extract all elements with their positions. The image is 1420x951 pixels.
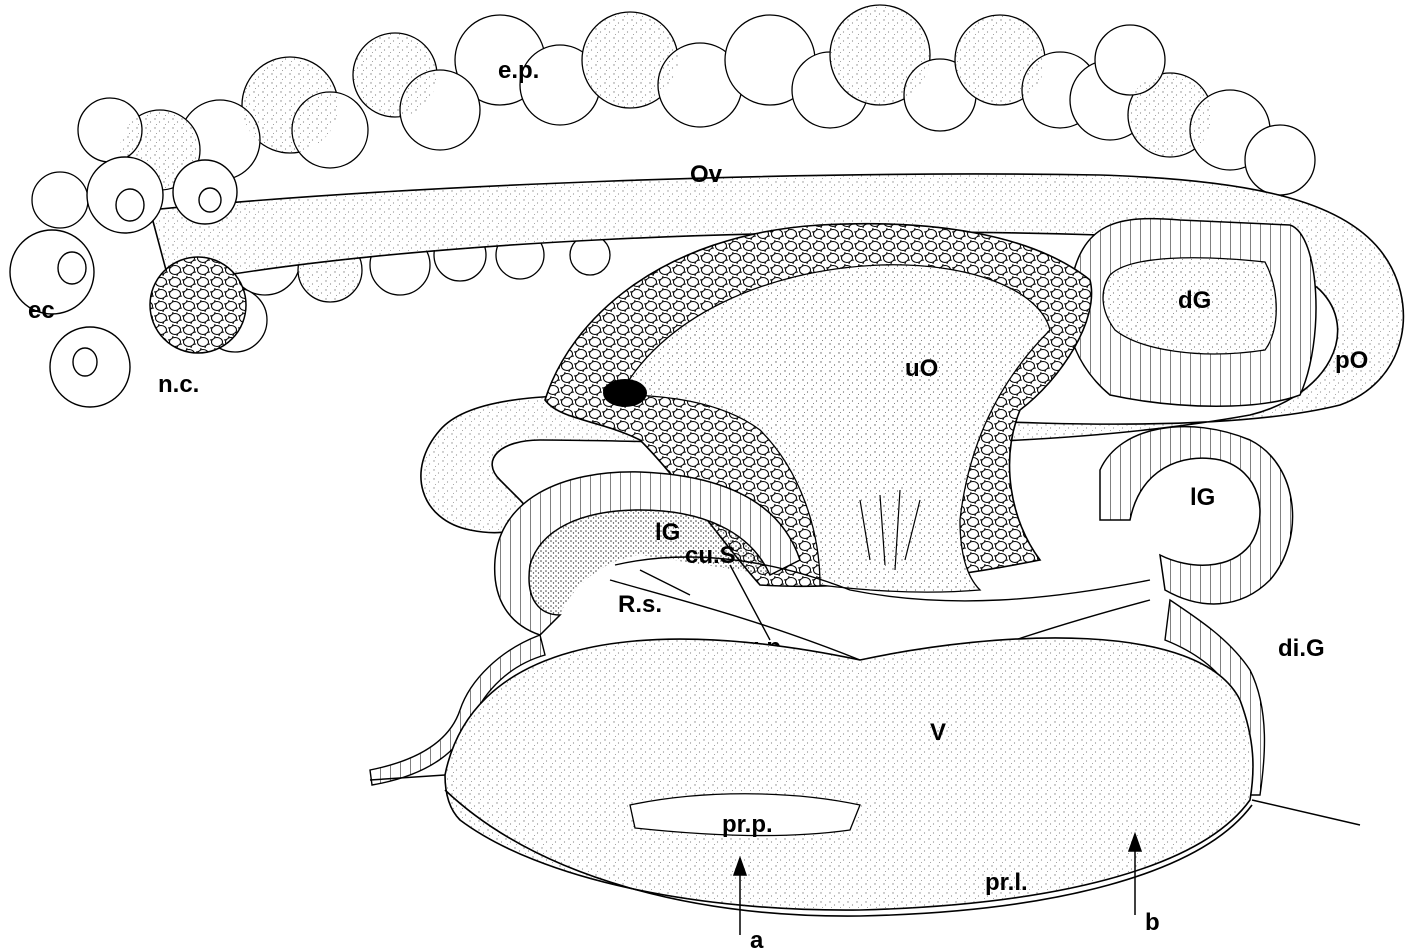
label-ov: Ov bbox=[690, 161, 723, 188]
label-cu-s: cu.S bbox=[685, 542, 736, 569]
label-ec: ec bbox=[28, 297, 55, 324]
label-r-s: R.s. bbox=[618, 591, 662, 618]
ventral-body bbox=[370, 638, 1360, 916]
label-po: pO bbox=[1335, 347, 1368, 374]
label-pr-l: pr.l. bbox=[985, 869, 1028, 896]
label-n-c: n.c. bbox=[158, 371, 199, 398]
label-e-p: e.p. bbox=[498, 57, 539, 84]
label-v: V bbox=[930, 719, 946, 746]
lateral-gland-right bbox=[1100, 427, 1293, 604]
label-uo: uO bbox=[905, 355, 938, 382]
label-di-g: di.G bbox=[1278, 635, 1325, 662]
label-lg-left: lG bbox=[655, 519, 680, 546]
label-b: b bbox=[1145, 909, 1160, 936]
label-a: a bbox=[750, 927, 764, 951]
label-dg: dG bbox=[1178, 287, 1211, 314]
label-pr-p: pr.p. bbox=[722, 811, 773, 838]
nurse-cells bbox=[150, 257, 246, 353]
label-lg-right: lG bbox=[1190, 484, 1215, 511]
